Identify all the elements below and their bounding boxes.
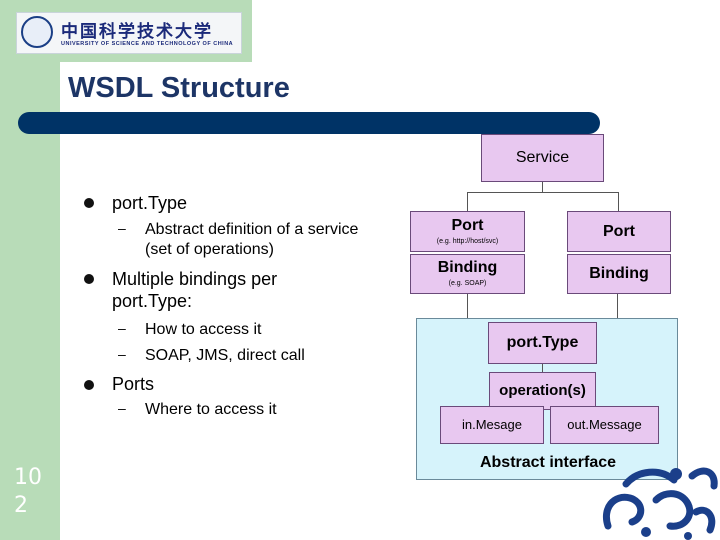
connector-line bbox=[542, 364, 543, 372]
binding-left-label: Binding bbox=[437, 259, 498, 276]
port-left-example: (e.g. http://host/svc) bbox=[436, 238, 499, 245]
out-message-node: out.Message bbox=[550, 406, 659, 444]
sub-bullet-dash: – bbox=[118, 220, 126, 236]
logo-english-name: UNIVERSITY OF SCIENCE AND TECHNOLOGY OF … bbox=[61, 41, 234, 47]
logo-chinese-name: 中国科学技术大学 bbox=[61, 22, 213, 42]
university-logo: 中国科学技术大学 UNIVERSITY OF SCIENCE AND TECHN… bbox=[16, 12, 242, 54]
sub-bullet-dash: – bbox=[118, 320, 126, 336]
slide-number-line-2: 2 bbox=[14, 493, 28, 518]
connector-line bbox=[467, 294, 468, 318]
bullet-porttype: port.Type bbox=[112, 193, 188, 213]
sub-bullet-dash: – bbox=[118, 400, 126, 416]
sub-bullet-how-to-access: How to access it bbox=[145, 321, 262, 338]
service-node: Service bbox=[481, 134, 604, 182]
connector-line bbox=[618, 192, 619, 211]
slide-title: WSDL Structure bbox=[68, 72, 290, 104]
seal-icon bbox=[21, 16, 53, 48]
porttype-node: port.Type bbox=[488, 322, 597, 364]
in-message-node: in.Mesage bbox=[440, 406, 544, 444]
binding-left-example: (e.g. SOAP) bbox=[448, 280, 487, 287]
bullet-multiple-bindings: Multiple bindings per port.Type: bbox=[112, 269, 278, 311]
bullet-ports: Ports bbox=[112, 374, 155, 394]
sub-bullet-soap-jms: SOAP, JMS, direct call bbox=[145, 347, 305, 364]
connector-line bbox=[467, 192, 619, 193]
connector-line bbox=[542, 182, 543, 192]
bullet-dot bbox=[84, 380, 94, 390]
abstract-interface-label: Abstract interface bbox=[479, 454, 617, 471]
bullet-dot bbox=[84, 198, 94, 208]
title-underline-bar bbox=[18, 112, 600, 134]
slide-number-line-1: 10 bbox=[14, 465, 42, 490]
port-left-label: Port bbox=[451, 217, 484, 234]
connector-line bbox=[617, 294, 618, 318]
binding-node-right: Binding bbox=[567, 254, 671, 294]
left-side-band bbox=[0, 0, 60, 540]
dragon-emblem-icon bbox=[603, 467, 718, 540]
slide-number: 10 2 bbox=[14, 464, 42, 520]
sub-bullet-abstract-definition: Abstract definition of a service (set of… bbox=[145, 221, 359, 258]
binding-node-left: Binding (e.g. SOAP) bbox=[410, 254, 525, 294]
connector-line bbox=[467, 192, 468, 211]
port-node-right: Port bbox=[567, 211, 671, 252]
sub-bullet-where-to-access: Where to access it bbox=[145, 401, 277, 418]
port-node-left: Port (e.g. http://host/svc) bbox=[410, 211, 525, 252]
sub-bullet-dash: – bbox=[118, 346, 126, 362]
operation-node: operation(s) bbox=[489, 372, 596, 410]
bullet-dot bbox=[84, 274, 94, 284]
